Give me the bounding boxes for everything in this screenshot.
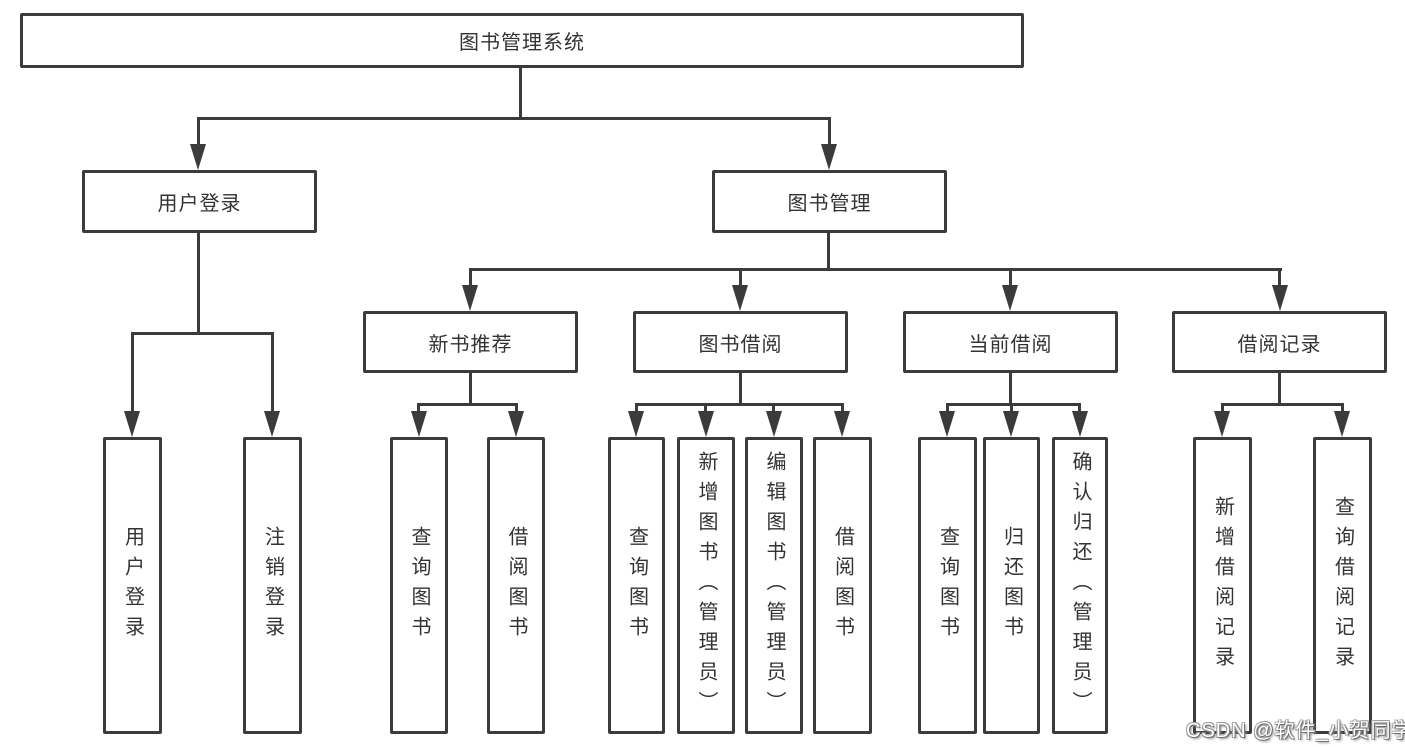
connector-stub	[469, 373, 472, 405]
leaf-add-borrow-record: 新增借阅记录	[1193, 437, 1252, 734]
leaf-confirm-return-admin: 确认归还（管理员）	[1052, 437, 1108, 734]
leaf-edit-book-admin: 编辑图书（管理员）	[745, 437, 803, 734]
connector-drop	[1009, 268, 1012, 287]
leaf-borrow-book-1: 借阅图书	[487, 437, 545, 734]
connector-drop	[946, 403, 949, 413]
connector-drop	[704, 403, 707, 413]
arrowhead-down-icon	[508, 411, 524, 437]
connector-bookmgmt-branch	[469, 268, 1282, 271]
arrowhead-down-icon	[939, 411, 955, 437]
node-new-book-recommend: 新书推荐	[363, 311, 578, 373]
connector-drop	[1221, 403, 1224, 413]
connector-branch	[1221, 403, 1344, 406]
arrowhead-down-icon	[628, 411, 644, 437]
arrowhead-down-icon	[1002, 285, 1018, 311]
connector-branch	[635, 403, 843, 406]
arrowhead-down-icon	[190, 144, 206, 170]
connector-drop	[131, 332, 134, 413]
connector-branch	[417, 403, 517, 406]
connector-drop	[271, 332, 274, 413]
arrowhead-down-icon	[124, 411, 140, 437]
arrowhead-down-icon	[1214, 411, 1230, 437]
arrowhead-down-icon	[1072, 411, 1088, 437]
arrowhead-down-icon	[698, 411, 714, 437]
connector-stub	[1278, 373, 1281, 405]
leaf-add-book-admin: 新增图书（管理员）	[677, 437, 735, 734]
arrowhead-down-icon	[766, 411, 782, 437]
leaf-user-login: 用户登录	[103, 437, 162, 734]
connector-root-stub	[519, 68, 522, 118]
connector-drop	[515, 403, 518, 413]
connector-branch	[946, 403, 1081, 406]
arrowhead-down-icon	[821, 144, 837, 170]
connector-stub	[1009, 373, 1012, 405]
leaf-query-borrow-record: 查询借阅记录	[1313, 437, 1372, 734]
connector-root-branch	[197, 117, 831, 120]
arrowhead-down-icon	[732, 285, 748, 311]
connector-drop	[417, 403, 420, 413]
arrowhead-down-icon	[1334, 411, 1350, 437]
leaf-query-book-3: 查询图书	[918, 437, 977, 734]
connector-drop	[841, 403, 844, 413]
connector-drop	[1010, 403, 1013, 413]
leaf-return-book: 归还图书	[983, 437, 1040, 734]
arrowhead-down-icon	[1272, 285, 1288, 311]
arrowhead-down-icon	[411, 411, 427, 437]
leaf-borrow-book-2: 借阅图书	[813, 437, 872, 734]
arrowhead-down-icon	[264, 411, 280, 437]
node-book-borrow: 图书借阅	[633, 311, 848, 373]
connector-userlogin-stub	[197, 233, 200, 334]
node-root: 图书管理系统	[20, 13, 1024, 68]
connector-drop	[739, 268, 742, 287]
connector-drop	[469, 268, 472, 287]
connector-drop	[1078, 403, 1081, 413]
leaf-logout: 注销登录	[243, 437, 302, 734]
leaf-query-book-2: 查询图书	[608, 437, 665, 734]
watermark-text: CSDN @软件_小贺同学	[1186, 720, 1405, 742]
connector-userlogin-branch	[131, 332, 274, 335]
connector-drop	[772, 403, 775, 413]
node-borrow-record: 借阅记录	[1172, 311, 1387, 373]
connector-drop	[1341, 403, 1344, 413]
connector-stub	[739, 373, 742, 405]
node-user-login: 用户登录	[82, 170, 317, 233]
connector-drop	[1278, 268, 1281, 287]
arrowhead-down-icon	[1003, 411, 1019, 437]
connector-root-drop-left	[197, 117, 200, 146]
connector-root-drop-right	[828, 117, 831, 146]
node-book-management: 图书管理	[712, 170, 947, 233]
connector-drop	[635, 403, 638, 413]
leaf-query-book-1: 查询图书	[390, 437, 448, 734]
node-current-borrow: 当前借阅	[903, 311, 1118, 373]
connector-bookmgmt-stub	[827, 233, 830, 270]
arrowhead-down-icon	[834, 411, 850, 437]
arrowhead-down-icon	[462, 285, 478, 311]
